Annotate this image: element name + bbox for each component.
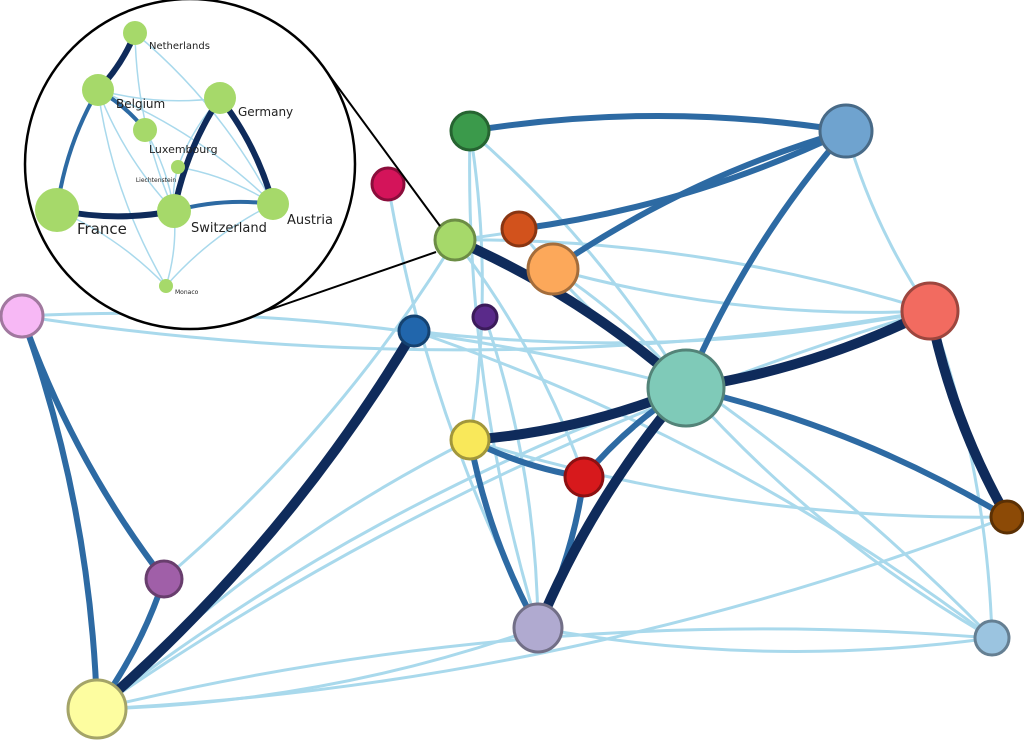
edge-n8-n16 — [483, 315, 540, 630]
node-n14[interactable] — [989, 499, 1024, 535]
node-n10[interactable] — [900, 281, 960, 341]
inset-node-liechtenstein[interactable] — [171, 160, 185, 174]
edge-n1-n16 — [468, 129, 540, 630]
node-n12[interactable] — [449, 419, 491, 461]
edge-n1-n11 — [468, 129, 688, 390]
inset-label-luxembourg: Luxembourg — [149, 143, 218, 156]
edge-n10-n14 — [925, 306, 1012, 522]
edge-n4-n13 — [453, 238, 586, 479]
inset-node-france[interactable] — [35, 188, 79, 232]
edge-n18-n11 — [95, 386, 688, 711]
edge-n1-n2 — [467, 112, 849, 134]
inset-node-netherlands[interactable] — [123, 21, 147, 45]
inset-node-belgium[interactable] — [82, 74, 114, 106]
edge-n7-n15 — [19, 313, 167, 582]
edge-n1-n12 — [468, 129, 484, 442]
node-n13[interactable] — [563, 456, 605, 498]
edge-n7-n11 — [20, 311, 688, 390]
inset-node-austria[interactable] — [257, 188, 289, 220]
node-n17[interactable] — [973, 619, 1011, 657]
inset-node-luxembourg[interactable] — [133, 118, 157, 142]
inset-label-switzerland: Switzerland — [191, 221, 267, 236]
node-n2[interactable] — [818, 103, 874, 159]
inset-node-germany[interactable] — [204, 82, 236, 114]
edge-n11-n14 — [683, 385, 1010, 520]
edge-n12-n16 — [467, 437, 541, 631]
node-n18[interactable] — [66, 678, 128, 740]
inset-node-monaco[interactable] — [159, 279, 173, 293]
edge-n6-n10 — [551, 267, 932, 314]
main-nodes — [0, 103, 1024, 740]
edge-n16-n17 — [536, 626, 994, 653]
inset-label-austria: Austria — [287, 213, 333, 228]
inset-label-france: France — [77, 220, 127, 238]
inset-node-switzerland[interactable] — [157, 194, 191, 228]
node-n7[interactable] — [0, 293, 45, 339]
edge-n15-n4 — [162, 238, 457, 581]
node-n15[interactable] — [144, 559, 184, 599]
edge-n9-n17 — [412, 329, 994, 640]
node-n4[interactable] — [433, 218, 477, 262]
node-n3[interactable] — [370, 166, 406, 202]
node-n9[interactable] — [397, 314, 431, 348]
node-n11[interactable] — [646, 348, 726, 428]
edge-n12-n14 — [468, 438, 1009, 519]
edge-n7-n18 — [19, 313, 100, 712]
inset-label-liechtenstein: Liechtenstein — [136, 177, 176, 184]
node-n5[interactable] — [500, 210, 538, 248]
edge-n18-n10 — [95, 309, 932, 711]
inset-label-germany: Germany — [238, 105, 293, 119]
inset-label-monaco: Monaco — [175, 289, 199, 296]
node-n8[interactable] — [471, 303, 499, 331]
edge-n7-n10 — [20, 309, 932, 352]
inset-edge-belgium-monaco — [97, 89, 167, 287]
node-n16[interactable] — [512, 602, 564, 654]
node-n6[interactable] — [526, 242, 580, 296]
edge-n6-n2 — [550, 128, 849, 272]
inset-label-netherlands: Netherlands — [149, 41, 210, 52]
edge-n2-n10 — [844, 129, 932, 313]
inset-label-belgium: Belgium — [116, 97, 165, 111]
inset-nodes: NetherlandsBelgiumGermanyLuxembourgLiech… — [35, 21, 333, 296]
edge-n9-n10 — [412, 309, 932, 345]
edge-n2-n11 — [683, 128, 849, 391]
edge-n18-n16 — [95, 626, 540, 711]
node-n1[interactable] — [449, 110, 491, 152]
zoom-connector-top — [317, 59, 441, 227]
edge-n9-n18 — [92, 326, 419, 714]
